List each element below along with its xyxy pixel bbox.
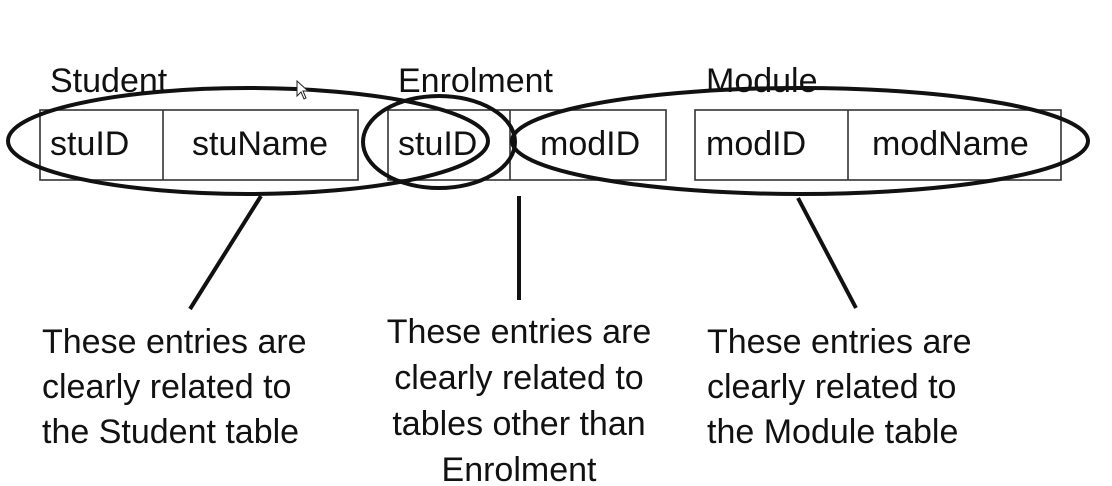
student-note-line: the Student table <box>42 413 299 451</box>
module-field-modname: modName <box>872 125 1029 163</box>
enrolment-note-line: tables other than <box>392 405 645 443</box>
module-note-line: These entries are <box>707 323 972 361</box>
enrolment-table-box <box>387 109 667 181</box>
module-table-box <box>694 109 1062 181</box>
student-table: Student stuID stuName <box>39 62 359 181</box>
enrolment-table-title: Enrolment <box>398 62 554 100</box>
module-note-line: clearly related to <box>707 368 956 406</box>
module-field-modid: modID <box>706 125 806 163</box>
module-pointer-line <box>796 197 858 309</box>
module-note: These entries are clearly related to the… <box>707 323 972 451</box>
student-field-stuname: stuName <box>192 125 328 163</box>
enrolment-field-modid: modID <box>540 125 640 163</box>
student-note-line: clearly related to <box>42 368 291 406</box>
student-note: These entries are clearly related to the… <box>42 323 307 451</box>
enrolment-note: These entries are clearly related to tab… <box>387 313 652 486</box>
student-table-box <box>39 109 359 181</box>
module-ellipse <box>510 86 1090 196</box>
enrolment-field-stuid: stuID <box>398 125 477 163</box>
enrolment-table: Enrolment stuID modID <box>387 62 667 181</box>
enrolment-stuid-ellipse <box>361 94 517 190</box>
student-field-stuid: stuID <box>50 125 129 163</box>
module-note-line: the Module table <box>707 413 958 451</box>
module-table: Module modID modName <box>694 62 1062 181</box>
student-note-line: These entries are <box>42 323 307 361</box>
enrolment-note-line: Enrolment <box>442 451 598 486</box>
enrolment-note-line: clearly related to <box>394 359 643 397</box>
module-table-title: Module <box>706 62 818 100</box>
student-pointer-line <box>188 194 263 311</box>
student-ellipse <box>6 86 490 196</box>
mouse-pointer-icon <box>296 79 310 100</box>
enrolment-note-line: These entries are <box>387 313 652 351</box>
